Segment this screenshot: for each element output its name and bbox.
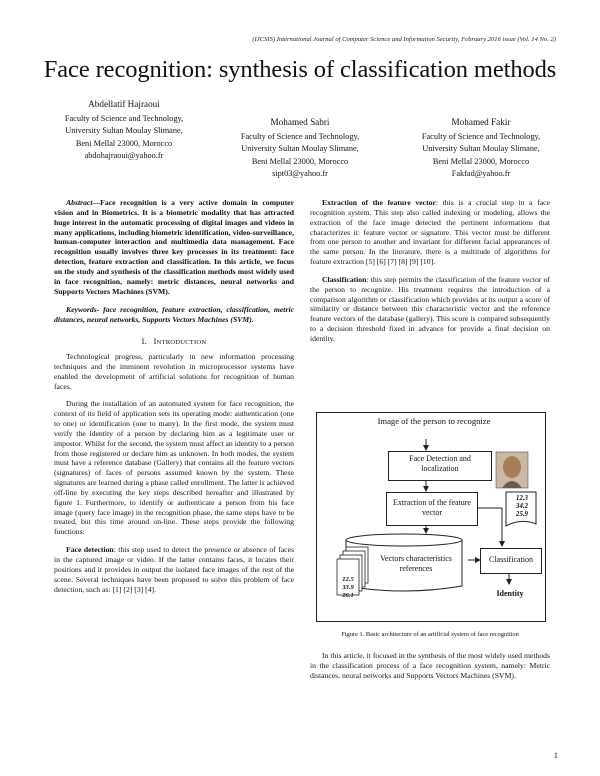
author-affil-line: Beni Mellal 23000, Morocco xyxy=(75,138,173,148)
section-heading-introduction: I. INTRODUCTION xyxy=(54,337,294,348)
author-affil-line: Faculty of Science and Technology, xyxy=(240,132,360,142)
section-initial: I xyxy=(153,337,157,347)
author-name: Abdellatif Hajraoui xyxy=(88,99,160,109)
classification-label: Classification xyxy=(322,274,367,284)
feature-vector-values: 12.3 34.2 25.9 xyxy=(508,495,536,519)
author-affil-line: Faculty of Science and Technology, xyxy=(421,132,541,142)
identity-label: Identity xyxy=(496,589,524,598)
vector-value: 25.9 xyxy=(516,511,528,518)
extraction-text: : this is a crucial step in a face recog… xyxy=(310,198,550,267)
vector-value: 34.2 xyxy=(516,503,528,510)
db-value: 26.1 xyxy=(342,592,354,599)
figure-1: Image of the person to recognize Face De… xyxy=(316,412,546,622)
author-block-2: Mohamed Sabri Faculty of Science and Tec… xyxy=(220,116,380,180)
classification-text: : this step permits the classification o… xyxy=(310,274,550,343)
author-affil-line: Beni Mellal 23000, Morocco xyxy=(432,156,530,166)
database-label: Vectors characteristics references xyxy=(380,554,452,573)
abstract-text: —Face recognition is a very active domai… xyxy=(54,198,294,296)
db-value: 33.9 xyxy=(342,584,354,591)
feature-extraction-box-label: Extraction of the feature vector xyxy=(393,498,471,517)
extraction-paragraph: Extraction of the feature vector: this i… xyxy=(310,198,550,267)
closing-paragraph: In this article, it focused in the synth… xyxy=(310,651,550,680)
classification-box xyxy=(480,548,542,574)
author-block-3: Mohamed Fakir Faculty of Science and Tec… xyxy=(400,116,562,180)
extraction-label: Extraction of the feature vector xyxy=(322,198,436,207)
page-number: 1 xyxy=(553,750,558,760)
feature-extraction-box xyxy=(386,492,478,526)
paper-title: Face recognition: synthesis of classific… xyxy=(43,56,557,83)
author-name: Mohamed Fakir xyxy=(451,117,511,127)
author-affil-line: University Sultan Moulay Slimane, xyxy=(65,126,183,136)
face-detection-paragraph: Face detection: this step used to detect… xyxy=(54,545,294,594)
journal-header: (IJCSIS) International Journal of Comput… xyxy=(252,36,556,43)
face-detection-box xyxy=(388,451,492,481)
keywords: Keywords- face recognition, feature extr… xyxy=(54,305,294,325)
right-column: Extraction of the feature vector: this i… xyxy=(310,198,550,344)
closing-paragraph-wrap: In this article, it focused in the synth… xyxy=(310,651,550,681)
intro-paragraph-1: Technological progress, particularly in … xyxy=(54,351,294,391)
author-affil-line: Faculty of Science and Technology, xyxy=(64,114,184,124)
author-email: Fakfad@yahoo.fr xyxy=(451,168,511,178)
face-detection-text: : this step used to detect the presence … xyxy=(54,545,294,594)
classification-box-label: Classification xyxy=(489,555,533,564)
section-number: I. xyxy=(141,337,147,347)
author-affil-line: University Sultan Moulay Slimane, xyxy=(241,144,359,154)
author-email: abdohajraoui@yahoo.fr xyxy=(84,150,164,160)
author-block-1: Abdellatif Hajraoui Faculty of Science a… xyxy=(44,98,204,162)
database-values: 12.5 33.9 26.1 xyxy=(338,576,358,600)
face-detection-box-label: Face Detection and localization xyxy=(409,454,471,473)
author-email: sipt03@yahoo.fr xyxy=(272,168,328,178)
db-value: 12.5 xyxy=(342,576,354,583)
abstract-label: Abstract xyxy=(66,198,93,207)
author-name: Mohamed Sabri xyxy=(270,117,330,127)
figure-caption: Figure 1. Basic architecture of an artif… xyxy=(341,631,519,638)
classification-paragraph: Classification: this step permits the cl… xyxy=(310,275,550,344)
author-affil-line: Beni Mellal 23000, Morocco xyxy=(251,156,349,166)
figure-top-label: Image of the person to recognize xyxy=(377,416,491,426)
vector-value: 12.3 xyxy=(516,495,528,502)
figure-arrows xyxy=(336,439,537,596)
abstract: Abstract—Face recognition is a very acti… xyxy=(54,198,294,296)
author-affil-line: University Sultan Moulay Slimane, xyxy=(422,144,540,154)
left-column: Abstract—Face recognition is a very acti… xyxy=(54,198,294,594)
face-detection-label: Face detection xyxy=(66,545,114,555)
section-title-rest: NTRODUCTION xyxy=(156,339,207,347)
intro-paragraph-2: During the installation of an automated … xyxy=(54,399,294,537)
